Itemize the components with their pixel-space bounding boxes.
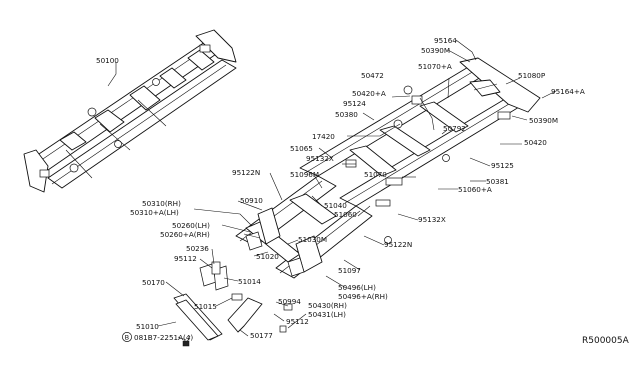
- label-50431lh: 50431(LH): [308, 310, 346, 319]
- label-51060a: 51060+A: [458, 185, 492, 194]
- label-95122n-bottom: 95122N: [384, 240, 412, 249]
- label-50472: 50472: [361, 71, 384, 80]
- label-51080p: 51080P: [518, 71, 546, 80]
- label-51096m: 51096M: [290, 170, 319, 179]
- frame-overview-drawing: [23, 29, 237, 193]
- label-50100: 50100: [96, 56, 119, 65]
- label-51020: 51020: [256, 252, 279, 261]
- label-50170: 50170: [142, 278, 165, 287]
- label-50310alh: 50310+A(LH): [130, 208, 179, 217]
- label-50496lh: 50496(LH): [338, 283, 376, 292]
- label-95122n-top: 95122N: [232, 168, 260, 177]
- label-51010: 51010: [136, 322, 159, 331]
- label-50792: 50792: [443, 124, 466, 133]
- label-081b7: 081B7-2251A(4): [134, 333, 193, 342]
- label-51030m: 51030M: [298, 235, 327, 244]
- label-50236: 50236: [186, 244, 209, 253]
- label-50420: 50420: [524, 138, 547, 147]
- label-95124: 95124: [343, 99, 366, 108]
- label-51097: 51097: [338, 266, 361, 275]
- label-51014: 51014: [238, 277, 261, 286]
- label-51070: 51070: [364, 170, 387, 179]
- label-17420: 17420: [312, 132, 335, 141]
- label-50430rh: 50430(RH): [308, 301, 347, 310]
- label-50390m-right: 50390M: [529, 116, 558, 125]
- label-50310rh: 50310(RH): [142, 199, 181, 208]
- label-50994: 50994: [278, 297, 301, 306]
- label-95164-top: 95164: [434, 36, 457, 45]
- label-50420a: 50420+A: [352, 89, 386, 98]
- label-50496arh: 50496+A(RH): [338, 292, 388, 301]
- label-50260arh: 50260+A(RH): [160, 230, 210, 239]
- label-51040: 51040: [324, 201, 347, 210]
- label-51015: 51015: [194, 302, 217, 311]
- label-50390m-top: 50390M: [421, 46, 450, 55]
- label-95125: 95125: [491, 161, 514, 170]
- label-50910: 50910: [240, 196, 263, 205]
- part-labels: 50100 95164 50390M 51070+A 50472 51080P …: [96, 36, 630, 346]
- label-50381: 50381: [486, 177, 509, 186]
- label-95132x-top: 95132X: [306, 154, 334, 163]
- circled-b-icon: [122, 332, 132, 342]
- label-95132x-bottom: 95132X: [418, 215, 446, 224]
- bolt-prefix: B: [125, 334, 129, 342]
- label-95112-bottom: 95112: [286, 317, 309, 326]
- label-51065: 51065: [290, 144, 313, 153]
- label-50260lh: 50260(LH): [172, 221, 210, 230]
- leader-lines: [107, 39, 557, 341]
- label-50177: 50177: [250, 331, 273, 340]
- label-95164a: 95164+A: [551, 87, 585, 96]
- label-95112-top: 95112: [174, 254, 197, 263]
- frame-exploded-drawing: [173, 57, 541, 347]
- label-50380: 50380: [335, 110, 358, 119]
- label-51070a: 51070+A: [418, 62, 452, 71]
- label-51060: 51060: [334, 210, 357, 219]
- reference-code: R500005A: [582, 336, 630, 346]
